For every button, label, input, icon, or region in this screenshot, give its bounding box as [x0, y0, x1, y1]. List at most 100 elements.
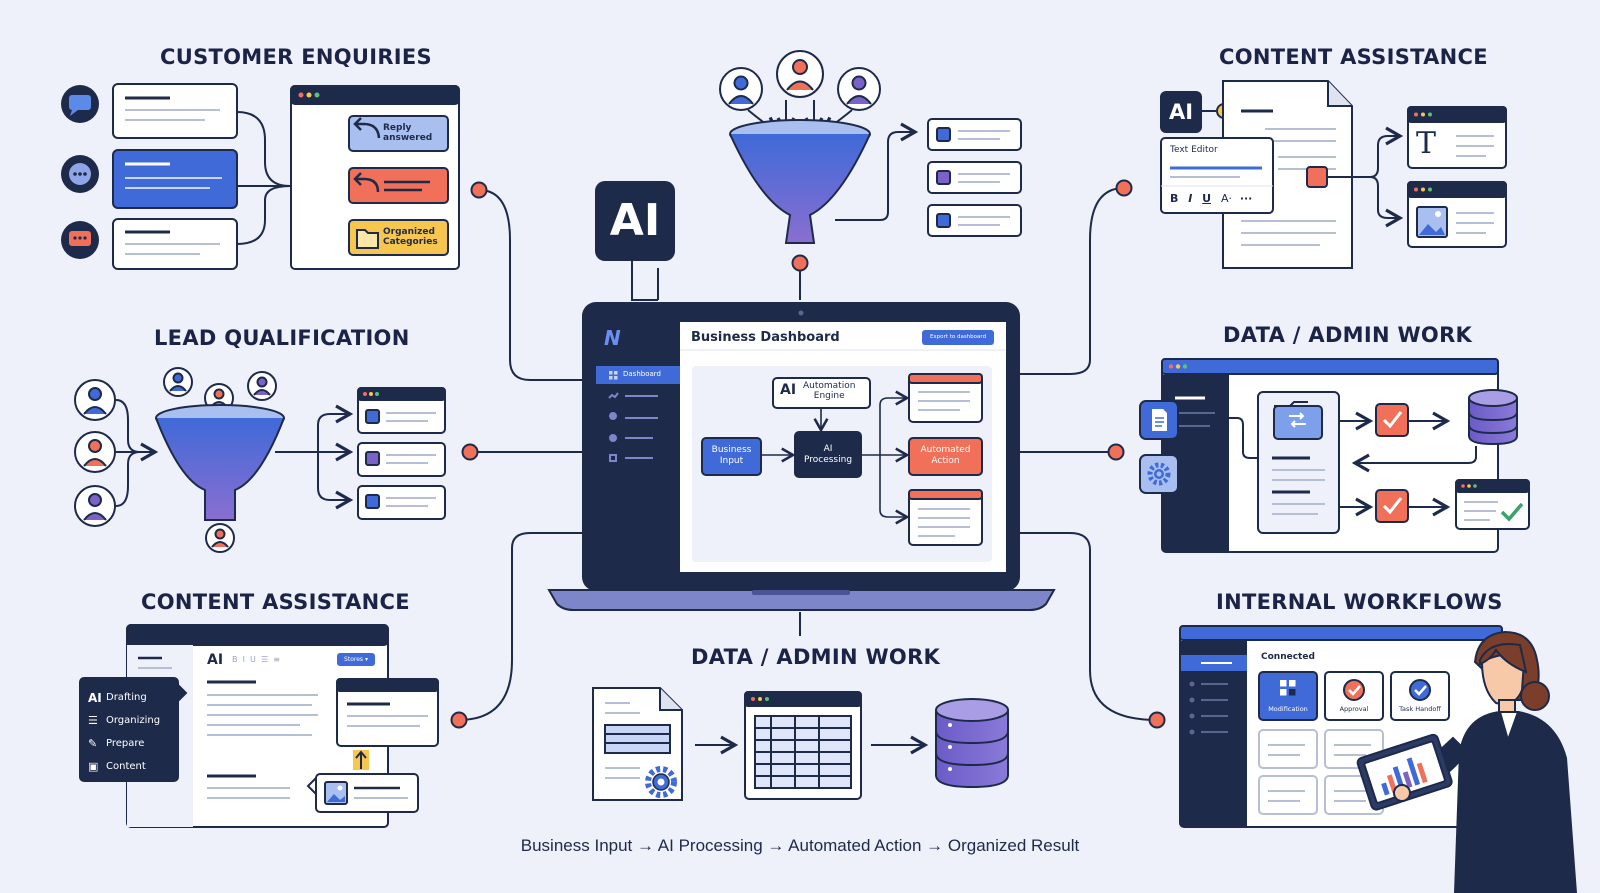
data-panel [1257, 391, 1340, 534]
output-card [927, 161, 1022, 194]
customer-enquiries-section [61, 83, 460, 270]
business-input-box [701, 437, 762, 476]
person-icon [74, 431, 116, 473]
ai-menu-icon: AI [88, 690, 102, 705]
lead-card [357, 442, 446, 477]
automation-engine-label: Automation Engine [803, 381, 855, 401]
document-icon [1139, 400, 1179, 440]
engine-label-line1: Automation [803, 381, 856, 391]
output-card [927, 204, 1022, 237]
chat-bubble-icon [61, 85, 99, 123]
editor-toolbar: B I U ☰ ≡ [232, 655, 280, 664]
underline-button[interactable]: U [1202, 192, 1212, 205]
connector-dots [450, 179, 1166, 729]
organized-categories-label: Organized Categories [383, 227, 438, 247]
person-icon [163, 367, 193, 397]
person-icon [74, 485, 116, 527]
message-card [112, 218, 238, 270]
ai-badge-icon [595, 181, 675, 261]
top-center-funnel-section [719, 50, 1022, 244]
workflow-card-task-handoff-label: Task Handoff [1399, 705, 1441, 713]
dashboard-nav-icon [609, 371, 618, 380]
chat-dots-icon [61, 155, 99, 193]
reply-label-line1: Reply [383, 123, 412, 133]
italic-button[interactable]: I [1188, 192, 1193, 205]
reply-red-icon [353, 172, 430, 193]
funnel-icon [155, 404, 285, 521]
text-window [1407, 106, 1507, 169]
check-icon [1375, 489, 1409, 523]
tablet-icon [1356, 733, 1453, 811]
workflow-card-approval-label: Approval [1339, 705, 1369, 713]
text-editor-panel [1160, 137, 1274, 214]
heading-internal-workflows: INTERNAL WORKFLOWS [1216, 590, 1503, 614]
business-input-label: Business Input [702, 445, 761, 467]
reply-answered-label: Reply answered [383, 123, 432, 143]
workflow-card-modification [1258, 671, 1318, 721]
menu-panel [79, 677, 188, 782]
result-card [908, 489, 983, 546]
spreadsheet-window [744, 691, 862, 800]
menu-item-content[interactable]: ▣ Content [88, 755, 176, 778]
action-label-line2: Action [931, 456, 960, 466]
menu-item-label: Drafting [106, 692, 147, 703]
workflow-card-modification-label: Modification [1268, 705, 1308, 713]
export-button[interactable]: Export to dashboard [929, 334, 987, 340]
person-icon [719, 67, 763, 111]
lead-card [357, 485, 446, 520]
reply-icon [353, 117, 381, 139]
action-label-line1: Automated [920, 445, 971, 455]
menu-item-prepare[interactable]: ✎ Prepare [88, 732, 176, 755]
image-window [1407, 181, 1507, 248]
ai-processing-label: AI Processing [795, 444, 861, 466]
content-icon: ▣ [88, 760, 99, 773]
heading-content-assistance-right: CONTENT ASSISTANCE [1219, 45, 1488, 69]
organized-label-line1: Organized [383, 227, 435, 237]
reply-label-line2: answered [383, 133, 433, 143]
gear-icon [1139, 454, 1179, 494]
dashboard-logo: N [604, 326, 621, 350]
heading-content-assistance-left: CONTENT ASSISTANCE [141, 590, 410, 614]
heading-lead-qualification: LEAD QUALIFICATION [154, 326, 410, 350]
sidebar-item-dashboard[interactable]: Dashboard [623, 370, 661, 378]
person-icon [205, 523, 235, 553]
dashboard-screen [596, 322, 1006, 572]
person-icon [74, 379, 116, 421]
businesswoman-illustration [1356, 630, 1578, 893]
menu-item-drafting[interactable]: AI Drafting [88, 686, 176, 709]
data-admin-center-section [592, 687, 1009, 801]
organized-label-line2: Categories [383, 237, 438, 247]
ai-chip-label: AI [1168, 100, 1194, 124]
lead-card [357, 387, 446, 434]
style-dropdown[interactable]: Stores ▾ [344, 656, 368, 663]
popup-card [336, 678, 439, 747]
person-icon [837, 67, 881, 111]
image-card [306, 773, 419, 813]
lead-qualification-section [74, 367, 446, 553]
editor-ai-label: AI [207, 652, 224, 668]
workflow-card-approval [1324, 671, 1384, 721]
engine-ai-prefix: AI [780, 382, 797, 398]
menu-item-organizing[interactable]: ☰ Organizing [88, 709, 176, 732]
automated-action-label: Automated Action [909, 445, 982, 467]
input-label-line1: Business [711, 445, 752, 455]
heading-data-admin-right: DATA / ADMIN WORK [1223, 323, 1473, 347]
workflow-card-task-handoff [1390, 671, 1450, 721]
more-options-button[interactable]: ··· [1239, 192, 1253, 205]
output-card [927, 118, 1022, 151]
text-editor-toolbar: B I U A· ··· [1170, 192, 1252, 205]
person-icon [247, 371, 277, 401]
font-color-button[interactable]: A· [1220, 192, 1232, 205]
processing-label-line2: Processing [803, 455, 853, 465]
connected-label: Connected [1261, 652, 1315, 662]
ai-menu-list: AI Drafting ☰ Organizing ✎ Prepare ▣ Con… [88, 686, 176, 778]
document-page [1222, 80, 1353, 269]
text-editor-label: Text Editor [1170, 145, 1218, 155]
content-assistance-right-section [1160, 80, 1507, 269]
heading-data-admin-center: DATA / ADMIN WORK [691, 645, 941, 669]
person-icon [776, 50, 824, 98]
bold-button[interactable]: B [1170, 192, 1179, 205]
chat-alert-icon [61, 221, 99, 259]
list-icon: ☰ [88, 714, 98, 727]
